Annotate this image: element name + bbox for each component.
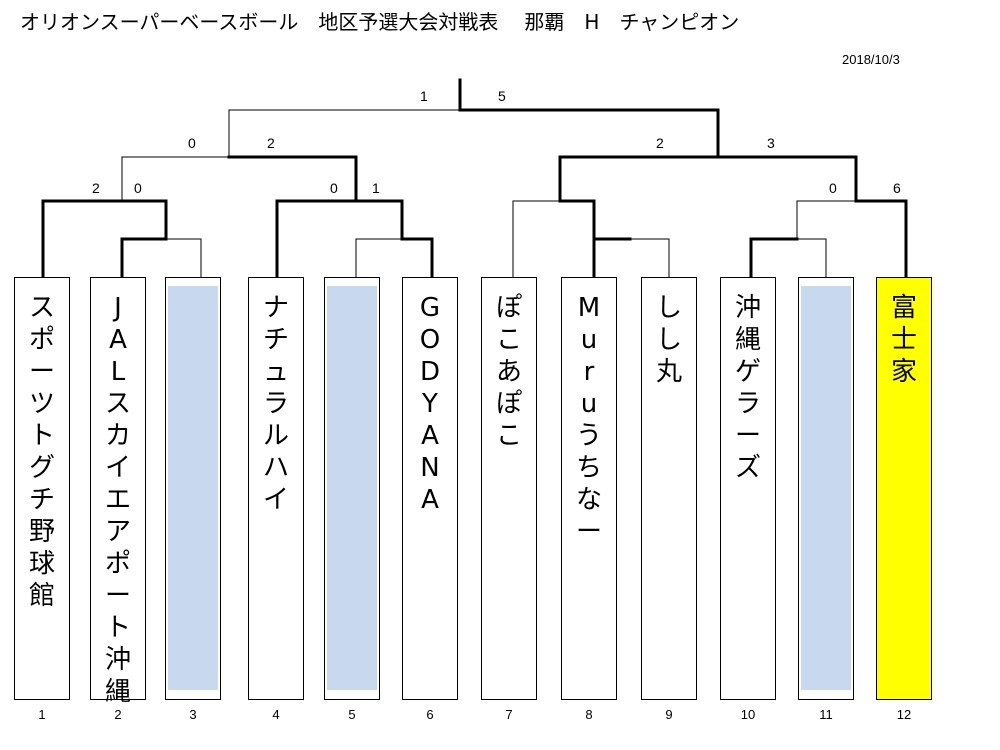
team-name: ナ チ ュ ラ ル ハ イ (262, 293, 289, 515)
bracket-line (41, 199, 124, 279)
score-label: 6 (893, 180, 901, 196)
team-name: ぽ こ あ ぽ こ (495, 293, 522, 451)
bracket-line (558, 155, 720, 203)
bracket-line (228, 109, 461, 158)
score-label: 2 (267, 135, 275, 151)
bracket-line (629, 238, 670, 278)
score-label: 0 (330, 180, 338, 196)
team-number: 9 (665, 707, 673, 722)
team-number: 12 (896, 707, 912, 722)
team-number: 8 (585, 707, 593, 722)
score-label: 0 (134, 180, 142, 196)
bracket-line (796, 238, 827, 278)
team-card-7: ぽ こ あ ぽ こ (481, 277, 537, 700)
team-name: 富 士 家 (890, 293, 917, 387)
title-main: オリオンスーパーベースボール 地区予選大会対戦表 (20, 10, 499, 34)
score-label: 0 (188, 135, 196, 151)
score-label: 2 (92, 180, 100, 196)
bracket-line (354, 199, 404, 241)
team-card-11 (798, 277, 854, 700)
date-label: 2018/10/3 (842, 52, 900, 67)
team-name: し し 丸 (655, 293, 682, 387)
bracket-line (120, 199, 168, 241)
team-number: 7 (505, 707, 513, 722)
score-label: 5 (498, 88, 506, 104)
team-card-8: M u r u う ち な ー (561, 277, 617, 700)
bye-slot (168, 286, 218, 690)
team-card-1: ス ポ ー ツ ト グ チ 野 球 館 (14, 277, 70, 700)
team-number: 4 (272, 707, 280, 722)
team-number: 5 (348, 707, 356, 722)
bye-slot (327, 286, 377, 690)
score-label: 2 (656, 135, 664, 151)
team-number: 11 (819, 707, 833, 722)
bracket-line (558, 199, 596, 241)
team-card-6: G O D Y A N A (402, 277, 458, 700)
bracket-line (355, 238, 403, 278)
bracket-line (796, 200, 857, 240)
title-area: 那覇 H チャンピオン (524, 10, 740, 34)
team-card-4: ナ チ ュ ラ ル ハ イ (248, 277, 304, 700)
team-number: 2 (114, 707, 122, 722)
team-card-5 (324, 277, 380, 700)
team-number: 3 (189, 707, 197, 722)
team-name: 沖 縄 ゲ ラ ー ズ (734, 293, 761, 483)
team-number: 6 (426, 707, 434, 722)
team-number: 10 (740, 707, 756, 722)
team-card-12: 富 士 家 (876, 277, 932, 700)
bracket-line (458, 108, 720, 159)
bracket-line (227, 155, 358, 203)
bracket-line (400, 237, 434, 279)
team-number: 1 (38, 707, 46, 722)
bracket-line (854, 199, 908, 279)
bracket-line (121, 156, 230, 202)
bracket-line (120, 237, 168, 279)
team-card-2: J A L ス カ イ エ ア ポ ー ト 沖 縄 (90, 277, 146, 707)
team-name: G O D Y A N A (419, 293, 441, 515)
team-card-3 (165, 277, 221, 700)
bracket-line (592, 237, 632, 279)
team-name: ス ポ ー ツ ト グ チ 野 球 館 (28, 293, 55, 611)
score-label: 1 (372, 180, 380, 196)
bracket-line (716, 155, 858, 203)
score-label: 3 (767, 135, 775, 151)
team-name: J A L ス カ イ エ ア ポ ー ト 沖 縄 (104, 293, 131, 707)
bracket-line (512, 200, 561, 278)
bye-slot (801, 286, 851, 690)
score-label: 0 (829, 180, 837, 196)
team-card-10: 沖 縄 ゲ ラ ー ズ (720, 277, 776, 700)
team-name: M u r u う ち な ー (575, 293, 602, 547)
bracket-line (749, 237, 799, 279)
score-label: 1 (420, 88, 428, 104)
page-title: オリオンスーパーベースボール 地区予選大会対戦表 那覇 H チャンピオン (20, 6, 739, 35)
team-card-9: し し 丸 (641, 277, 697, 700)
bracket-line (275, 199, 358, 279)
bracket-line (165, 238, 202, 278)
